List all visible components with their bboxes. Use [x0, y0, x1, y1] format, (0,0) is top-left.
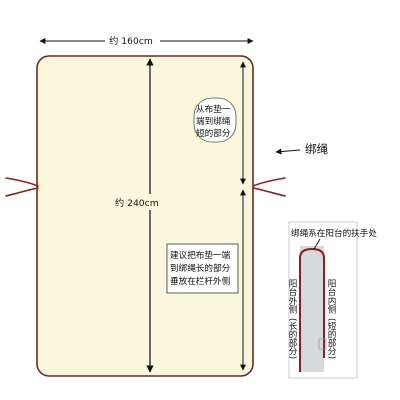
railing-detail [318, 338, 327, 350]
long-part-callout: 建议把布垫一端 到绑绳长的部分 垂放在栏杆外侧 [166, 243, 239, 294]
cushion-over-railing [299, 247, 325, 372]
outer-part-label: (长的部分) [287, 318, 297, 359]
inner-side-label: 阳台内侧 [326, 279, 336, 315]
inner-part-label: (短的部分) [326, 318, 336, 359]
width-label: 约 160cm [109, 35, 153, 47]
height-label-bg [110, 194, 180, 210]
short-part-callout-line-1: 从布垫一 [196, 103, 231, 115]
long-part-callout-line-3: 垂放在栏杆外侧 [170, 275, 230, 287]
rope-label: 绑绳 [305, 142, 328, 156]
outer-side-label: 阳台外侧 [287, 279, 297, 315]
long-part-callout-line-2: 到绑绳长的部分 [170, 262, 231, 274]
short-part-callout-line-2: 端到绑绳 [196, 115, 231, 127]
railing-inset: 绑绳系在阳台的扶手处 阳台外侧 (长的部分) 阳台内侧 (短的部分) [287, 221, 377, 379]
railing-bar [300, 246, 324, 372]
inset-title: 绑绳系在阳台的扶手处 [291, 227, 377, 239]
width-label-bg [105, 32, 160, 48]
height-label: 约 240cm [115, 197, 159, 209]
short-part-callout-line-3: 短的部分 [196, 127, 231, 139]
right-rope-tie [252, 177, 286, 197]
inset-title-pointer [313, 238, 321, 250]
rope-pointer-arrow [275, 148, 301, 155]
left-rope-tie [5, 177, 39, 197]
short-part-callout: 从布垫一 端到绑绳 短的部分 [193, 97, 237, 143]
long-part-callout-line-1: 建议把布垫一端 [170, 249, 231, 261]
